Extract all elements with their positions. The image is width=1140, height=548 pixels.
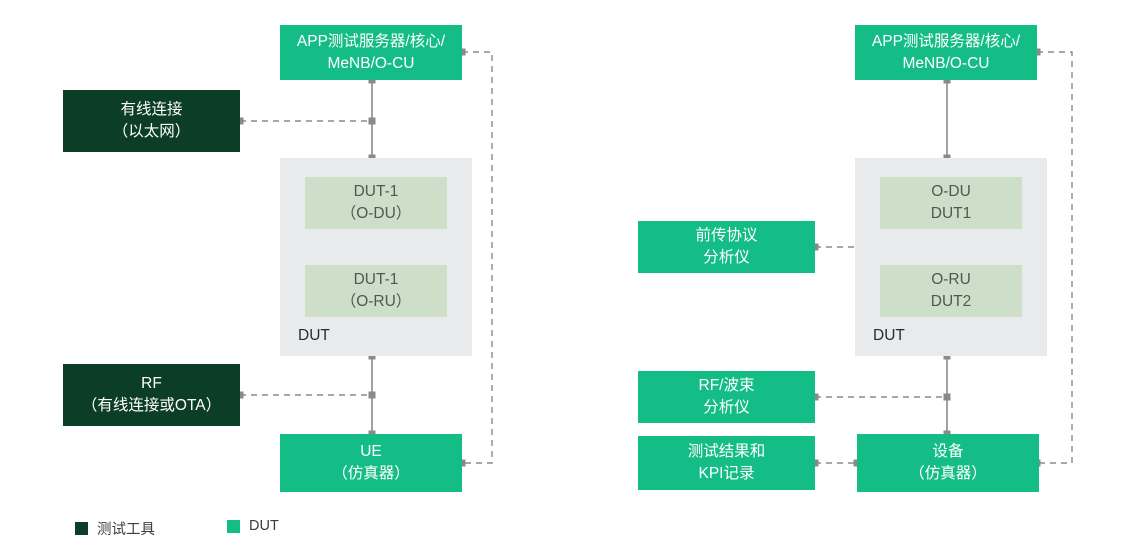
legend-label-test-tool: 测试工具 [97,522,155,538]
right-kpi-log-box[interactable]: 测试结果和 KPI记录 [638,436,815,490]
right-dut-inner-odu[interactable]: O-DU DUT1 [880,177,1022,229]
right-app-test-server-box[interactable]: APP测试服务器/核心/ MeNB/O-CU [855,25,1037,80]
left-wired-connection-box[interactable]: 有线连接 （以太网） [63,90,240,152]
legend-swatch-dut [227,519,240,533]
right-rf-beam-analyzer-box[interactable]: RF/波束 分析仪 [638,371,815,423]
left-dut-container-label: DUT [298,327,330,344]
left-ue-box[interactable]: UE （仿真器） [280,434,462,492]
legend-item-test-tool: 测试工具 [75,518,155,539]
right-dut-inner-oru[interactable]: O-RU DUT2 [880,265,1022,317]
legend-item-dut: DUT [227,518,279,534]
right-fronthaul-analyzer-box[interactable]: 前传协议 分析仪 [638,221,815,273]
left-rf-box[interactable]: RF （有线连接或OTA） [63,364,240,426]
right-device-box[interactable]: 设备 （仿真器） [857,434,1039,492]
junction-left-trunk-rf [368,391,376,399]
left-dut-inner-odu[interactable]: DUT-1 （O-DU） [305,177,447,229]
legend-label-dut: DUT [249,518,279,534]
junction-right-trunk-rfbeam [943,393,951,401]
legend-swatch-test-tool [75,522,88,535]
junction-left-trunk-ethernet [368,117,376,125]
right-dut-container-label: DUT [873,327,905,344]
left-dut-inner-oru[interactable]: DUT-1 （O-RU） [305,265,447,317]
left-app-test-server-box[interactable]: APP测试服务器/核心/ MeNB/O-CU [280,25,462,80]
